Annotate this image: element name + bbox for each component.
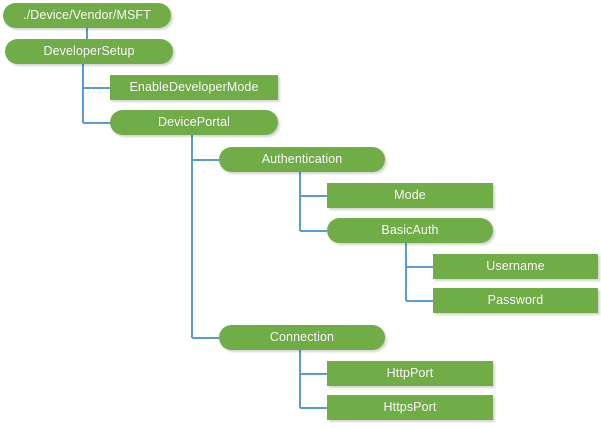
tree-node-mode[interactable]: Mode (327, 183, 493, 208)
tree-node-label: Username (486, 259, 545, 274)
tree-node-username[interactable]: Username (433, 254, 598, 279)
tree-node-label: HttpsPort (383, 400, 437, 415)
tree-node-label: HttpPort (386, 366, 434, 381)
tree-node-basicauth[interactable]: BasicAuth (327, 218, 493, 243)
tree-node-label: DeveloperSetup (43, 44, 135, 59)
tree-node-label: Mode (394, 188, 426, 203)
tree-node-label: DevicePortal (157, 115, 231, 130)
tree-node-authentication[interactable]: Authentication (219, 147, 385, 172)
tree-node-label: Authentication (261, 152, 343, 167)
tree-node-password[interactable]: Password (433, 288, 598, 313)
tree-node-label: ./Device/Vendor/MSFT (23, 8, 151, 23)
tree-node-label: Password (487, 293, 544, 308)
tree-node-developersetup[interactable]: DeveloperSetup (5, 39, 173, 64)
tree-node-label: BasicAuth (381, 223, 439, 238)
tree-node-enabledevelopermode[interactable]: EnableDeveloperMode (110, 75, 278, 100)
tree-node-label: EnableDeveloperMode (129, 80, 259, 95)
tree-node-root[interactable]: ./Device/Vendor/MSFT (3, 3, 171, 28)
tree-node-httpport[interactable]: HttpPort (327, 361, 493, 386)
tree-node-label: Connection (269, 330, 335, 345)
tree-node-httpsport[interactable]: HttpsPort (327, 395, 493, 420)
tree-node-connection[interactable]: Connection (219, 325, 385, 350)
tree-node-deviceportal[interactable]: DevicePortal (110, 110, 278, 135)
